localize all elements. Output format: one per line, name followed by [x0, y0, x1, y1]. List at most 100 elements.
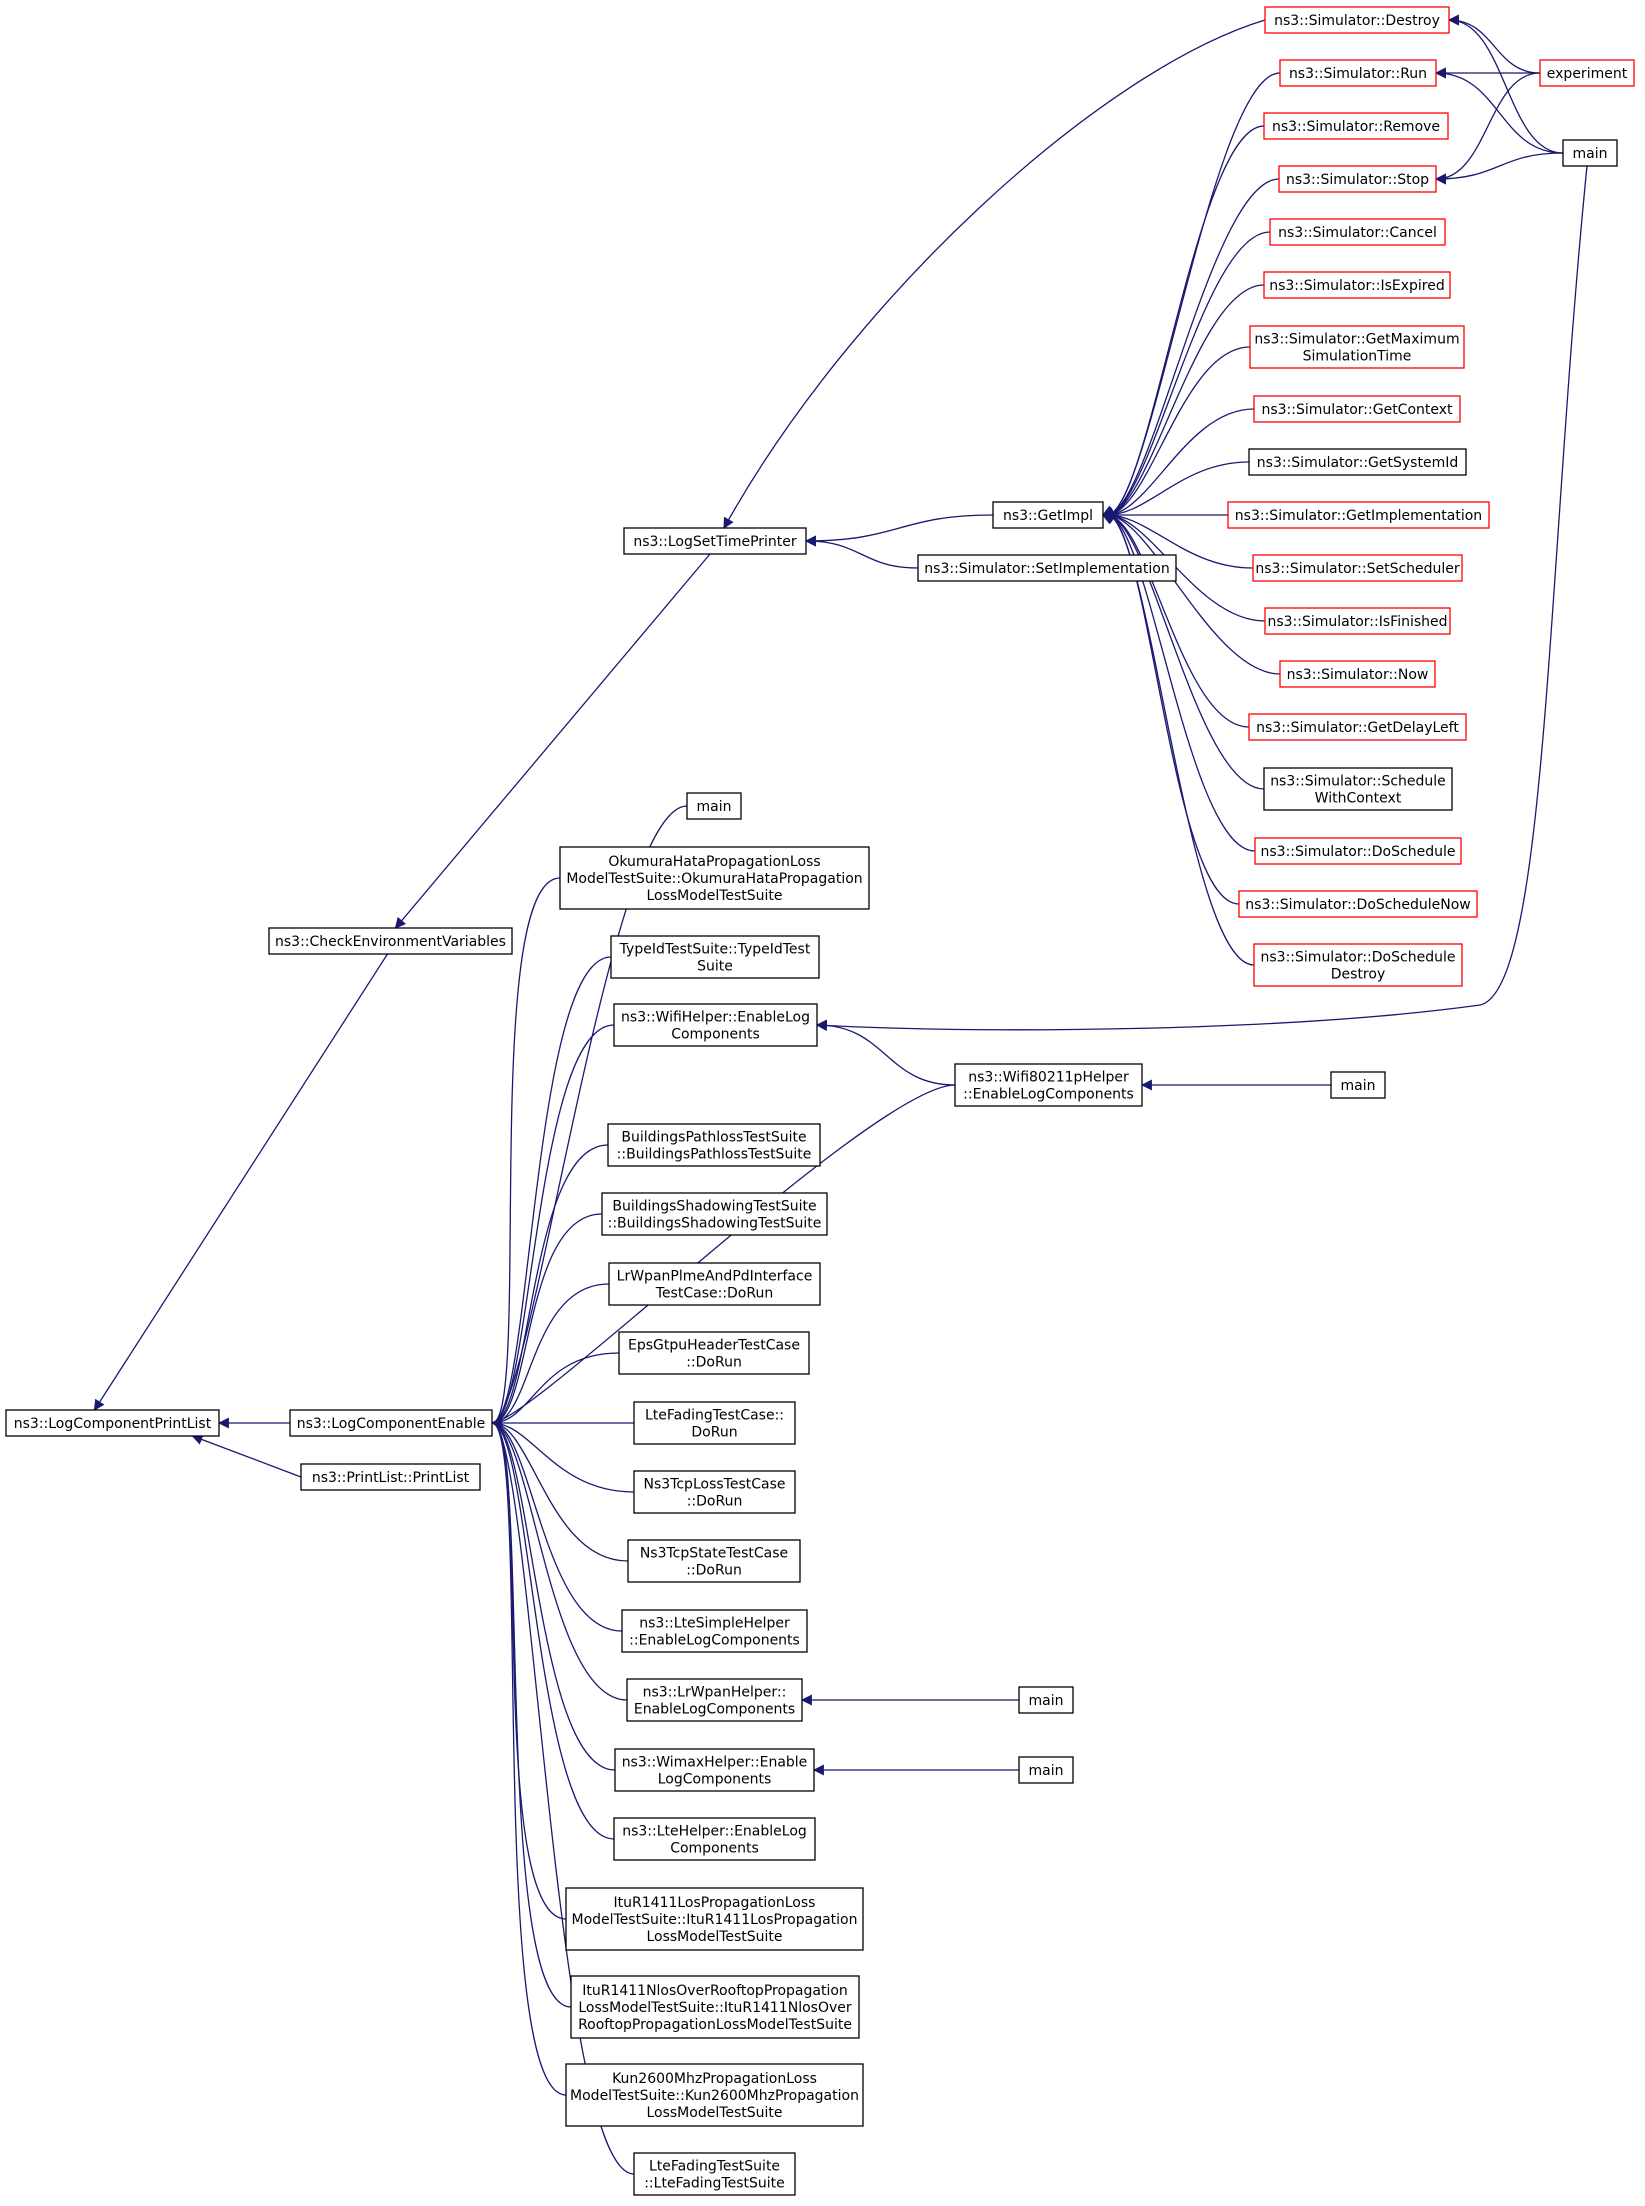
node-doschednow[interactable]: ns3::Simulator::DoScheduleNow: [1238, 890, 1478, 918]
node-box: [1562, 139, 1618, 167]
node-dosched[interactable]: ns3::Simulator::DoSchedule: [1254, 837, 1462, 865]
node-label: ns3::Simulator::SetScheduler: [1255, 561, 1460, 577]
node-getdelay[interactable]: ns3::Simulator::GetDelayLeft: [1248, 713, 1467, 741]
node-label: ns3::Simulator::GetMaximum: [1254, 332, 1459, 348]
edge-stop-to-getimpl: [1101, 178, 1280, 524]
node-box: [1263, 767, 1453, 811]
node-label: LossModelTestSuite: [646, 2105, 782, 2121]
node-label: LteFadingTestCase::: [645, 1408, 784, 1424]
node-label: BuildingsShadowingTestSuite: [612, 1199, 816, 1215]
edge-kun-to-lce: [490, 1417, 567, 2096]
node-pl[interactable]: ns3::PrintList::PrintList: [300, 1463, 481, 1491]
node-box: [613, 1003, 818, 1047]
node-box: [1264, 6, 1450, 34]
node-label: ns3::Simulator::SetImplementation: [924, 561, 1169, 577]
node-stop[interactable]: ns3::Simulator::Stop: [1278, 165, 1437, 193]
node-label: experiment: [1547, 66, 1628, 82]
node-isexpired[interactable]: ns3::Simulator::IsExpired: [1263, 271, 1451, 299]
edge-schedctx-to-getimpl: [1101, 506, 1265, 790]
node-lrwpanhelper[interactable]: ns3::LrWpanHelper::EnableLogComponents: [626, 1678, 803, 1722]
node-box: [633, 2152, 796, 2196]
node-label: ns3::Simulator::IsFinished: [1267, 614, 1447, 630]
node-lstp[interactable]: ns3::LogSetTimePrinter: [623, 527, 807, 555]
node-label: ns3::Simulator::Remove: [1272, 119, 1440, 135]
node-label: ns3::Simulator::DoSchedule: [1261, 950, 1456, 966]
node-label: ns3::PrintList::PrintList: [312, 1470, 470, 1486]
node-epsgtpu[interactable]: EpsGtpuHeaderTestCase::DoRun: [618, 1331, 810, 1375]
node-run[interactable]: ns3::Simulator::Run: [1279, 59, 1437, 87]
node-now[interactable]: ns3::Simulator::Now: [1279, 660, 1436, 688]
node-itulos[interactable]: ItuR1411LosPropagationLossModelTestSuite…: [565, 1887, 864, 1951]
node-main1[interactable]: main: [686, 792, 742, 820]
node-cancel[interactable]: ns3::Simulator::Cancel: [1269, 218, 1446, 246]
node-box: [1252, 554, 1463, 582]
node-box: [1253, 943, 1463, 987]
node-label: LteFadingTestSuite: [649, 2159, 780, 2175]
node-label: WithContext: [1315, 791, 1402, 807]
node-label: ns3::CheckEnvironmentVariables: [275, 934, 506, 950]
node-label: ns3::LteSimpleHelper: [639, 1616, 790, 1632]
node-cev[interactable]: ns3::CheckEnvironmentVariables: [268, 927, 513, 955]
node-box: [618, 1331, 810, 1375]
node-label: ns3::LogComponentPrintList: [14, 1416, 212, 1432]
node-box: [626, 1678, 803, 1722]
edge-itulos-to-lce: [490, 1417, 567, 1920]
node-remove[interactable]: ns3::Simulator::Remove: [1263, 112, 1449, 140]
node-okumura[interactable]: OkumuraHataPropagationLossModelTestSuite…: [559, 846, 870, 910]
node-bldshadow[interactable]: BuildingsShadowingTestSuite::BuildingsSh…: [601, 1192, 828, 1236]
node-destroy[interactable]: ns3::Simulator::Destroy: [1264, 6, 1450, 34]
node-label: ns3::GetImpl: [1003, 508, 1093, 524]
edge-getctx-to-getimpl: [1101, 408, 1255, 522]
node-setsched[interactable]: ns3::Simulator::SetScheduler: [1252, 554, 1463, 582]
node-main_lrwpan[interactable]: main: [1018, 1686, 1074, 1714]
node-itunlos[interactable]: ItuR1411NlosOverRooftopPropagationLossMo…: [570, 1975, 860, 2039]
node-label: LrWpanPlmeAndPdInterface: [617, 1269, 813, 1285]
node-bldpath[interactable]: BuildingsPathlossTestSuite::BuildingsPat…: [607, 1123, 821, 1167]
node-label: ItuR1411NlosOverRooftopPropagation: [582, 1983, 848, 1999]
edge-typeid-to-lce: [490, 956, 612, 1429]
node-getimplem[interactable]: ns3::Simulator::GetImplementation: [1227, 501, 1490, 529]
node-wifihelper[interactable]: ns3::WifiHelper::EnableLogComponents: [613, 1003, 818, 1047]
node-box: [917, 554, 1177, 582]
node-main_wifi[interactable]: main: [1330, 1071, 1386, 1099]
node-ltehelper[interactable]: ns3::LteHelper::EnableLogComponents: [613, 1817, 816, 1861]
node-ltesimple[interactable]: ns3::LteSimpleHelper::EnableLogComponent…: [621, 1609, 808, 1653]
node-ltefadingcase[interactable]: LteFadingTestCase::DoRun: [633, 1401, 796, 1445]
node-box: [1248, 448, 1467, 476]
node-experiment[interactable]: experiment: [1539, 59, 1635, 87]
node-main_top[interactable]: main: [1562, 139, 1618, 167]
node-wifi80211p[interactable]: ns3::Wifi80211pHelper::EnableLogComponen…: [954, 1063, 1143, 1107]
node-ltefadingsuite[interactable]: LteFadingTestSuite::LteFadingTestSuite: [633, 2152, 796, 2196]
edge-getmax-to-getimpl: [1101, 346, 1251, 523]
node-label: LossModelTestSuite: [646, 888, 782, 904]
node-label: SimulationTime: [1303, 349, 1412, 365]
node-root[interactable]: ns3::LogComponentPrintList: [5, 1409, 220, 1437]
node-getsysid[interactable]: ns3::Simulator::GetSystemId: [1248, 448, 1467, 476]
node-typeid[interactable]: TypeIdTestSuite::TypeIdTestSuite: [610, 935, 820, 979]
node-label: Ns3TcpLossTestCase: [644, 1477, 786, 1493]
node-label: ns3::Simulator::Run: [1289, 66, 1427, 82]
node-label: ns3::Simulator::GetSystemId: [1257, 455, 1458, 471]
edge-getdelay-to-getimpl: [1101, 507, 1250, 728]
node-kun[interactable]: Kun2600MhzPropagationLossModelTestSuite:…: [565, 2063, 864, 2127]
node-isfinished[interactable]: ns3::Simulator::IsFinished: [1264, 607, 1451, 635]
edges-layer: [93, 14, 1588, 2175]
node-main_wimax[interactable]: main: [1018, 1756, 1074, 1784]
node-label: ns3::Wifi80211pHelper: [968, 1070, 1129, 1086]
node-ns3tcploss[interactable]: Ns3TcpLossTestCase::DoRun: [633, 1470, 796, 1514]
node-wimax[interactable]: ns3::WimaxHelper::EnableLogComponents: [614, 1748, 815, 1792]
node-label: ::DoRun: [686, 1355, 742, 1371]
node-label: ns3::Simulator::IsExpired: [1269, 278, 1445, 294]
node-ns3tcpstate[interactable]: Ns3TcpStateTestCase::DoRun: [627, 1539, 801, 1583]
node-getctx[interactable]: ns3::Simulator::GetContext: [1253, 395, 1461, 423]
node-lce[interactable]: ns3::LogComponentEnable: [289, 1409, 493, 1437]
node-box: [300, 1463, 481, 1491]
node-setimpl[interactable]: ns3::Simulator::SetImplementation: [917, 554, 1177, 582]
node-getimpl[interactable]: ns3::GetImpl: [992, 501, 1104, 529]
edge-ns3tcploss-to-lce: [490, 1417, 635, 1493]
node-label: TypeIdTestSuite::TypeIdTest: [619, 942, 811, 958]
